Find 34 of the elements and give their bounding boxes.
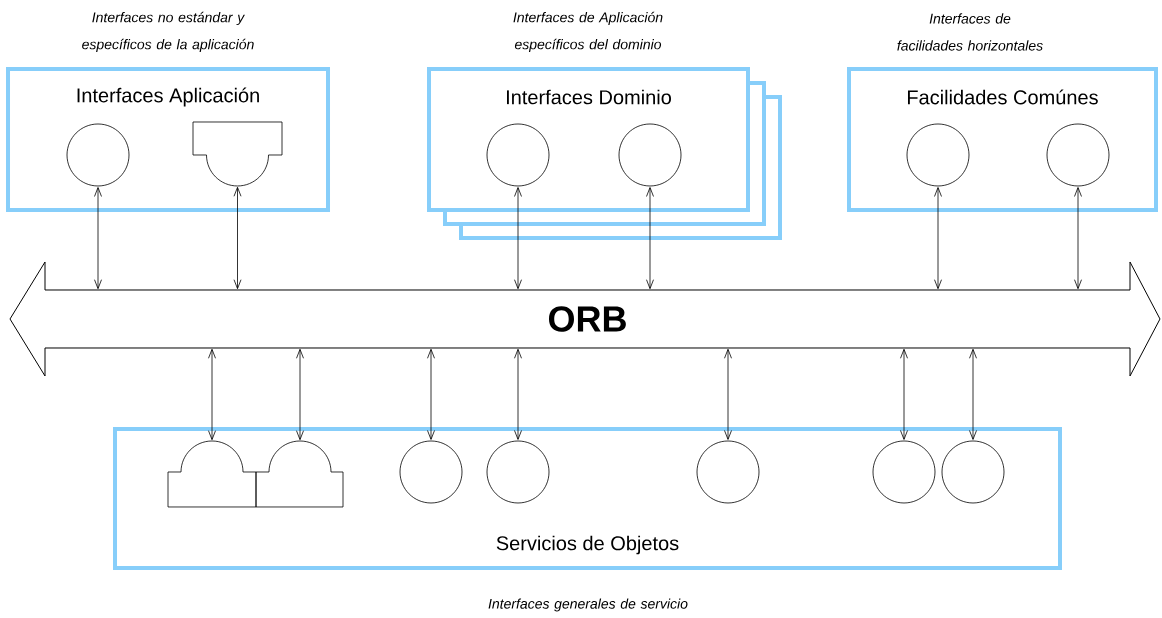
double-arrow [233, 186, 242, 290]
plug-symbol [255, 440, 344, 508]
double-arrow [208, 348, 216, 441]
plug-symbol [167, 440, 257, 508]
plug-symbol [192, 121, 283, 187]
interface-circle [399, 440, 463, 504]
double-arrow [427, 348, 435, 440]
interface-circle [66, 123, 130, 187]
double-arrow [514, 187, 522, 290]
double-arrow [724, 348, 732, 440]
double-arrow [646, 187, 654, 290]
interface-circle [872, 440, 936, 504]
caption-text: Interfaces no estándar y específicos de la aplicación [82, 11, 254, 53]
interface-circle [618, 123, 682, 187]
caption-text: Interfaces de Aplicación específicos del dominio [513, 11, 663, 53]
double-arrow [969, 348, 977, 440]
interface-circle [486, 123, 550, 187]
caption-text: Interfaces de facilidades horizontales [897, 13, 1043, 51]
interface-circle [941, 440, 1005, 504]
double-arrow [900, 348, 908, 440]
component-box: Facilidades Comúnes [847, 67, 1158, 212]
double-arrow [94, 187, 102, 290]
double-arrow [514, 348, 522, 440]
interface-circle [696, 440, 760, 504]
interface-circle [906, 123, 970, 187]
double-arrow [296, 348, 304, 441]
component-box: Servicios de Objetos [113, 427, 1062, 570]
component-box: Interfaces Aplicación [6, 67, 330, 212]
double-arrow [934, 187, 942, 290]
interface-circle [1046, 123, 1110, 187]
stacked-box: Interfaces Dominio [427, 67, 782, 240]
double-arrow [1074, 187, 1082, 290]
interface-circle [486, 440, 550, 504]
caption-text: Interfaces generales de servicio [488, 598, 688, 612]
